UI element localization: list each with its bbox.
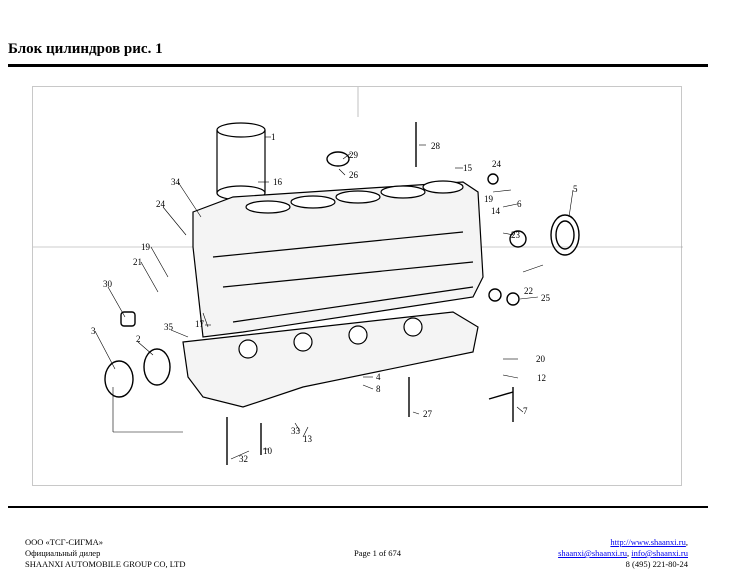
email-link-shaanxi[interactable]: shaanxi@shaanxi.ru [558,548,628,558]
callout-29: 29 [349,150,359,160]
dealer-label: Официальный дилер [25,548,101,558]
callout-26: 26 [349,170,359,180]
phone-number: 8 (495) 221-80-24 [625,559,688,569]
engine-block-diagram: 1 2 3 4 5 6 7 8 10 12 13 14 15 16 17 19 … [32,86,683,486]
callout-5: 5 [573,184,578,194]
header-divider [8,64,708,67]
callout-15: 15 [463,163,473,173]
callout-1: 1 [271,132,276,142]
callout-21: 21 [133,257,142,267]
callout-25: 25 [541,293,551,303]
callout-4: 4 [376,372,381,382]
callout-19a: 19 [141,242,151,252]
callout-35: 35 [164,322,174,332]
callout-14: 14 [491,206,501,216]
callout-16: 16 [273,177,283,187]
callout-22: 22 [524,286,533,296]
seal-rings [104,151,580,398]
page-title: Блок цилиндров рис. 1 [8,41,163,57]
footer-contacts: http://www.shaanxi.ru, shaanxi@shaanxi.r… [558,537,688,569]
callout-12: 12 [537,373,546,383]
callout-30: 30 [103,279,113,289]
callout-24b: 24 [492,159,502,169]
callout-2: 2 [136,334,141,344]
callout-27: 27 [423,409,433,419]
email-link-info[interactable]: info@shaanxi.ru [631,548,688,558]
callout-labels: 1 2 3 4 5 6 7 8 10 12 13 14 15 16 17 19 … [91,132,578,464]
leader-lines [94,136,574,460]
callout-34: 34 [171,177,181,187]
callout-32: 32 [239,454,248,464]
lower-bedplate [182,311,479,408]
callout-3: 3 [91,326,96,336]
group-name: SHAANXI AUTOMOBILE GROUP CO, LTD [25,559,186,569]
upper-block [192,180,484,338]
footer-company-info: ООО «ТСГ-СИГМА» Официальный дилер SHAANX… [25,537,186,570]
bolts [226,122,514,465]
cylinder-liner [216,122,266,201]
website-link[interactable]: http://www.shaanxi.ru [610,537,686,547]
footer-divider [8,506,708,508]
callout-7: 7 [523,406,528,416]
callout-33: 33 [291,426,301,436]
callout-8: 8 [376,384,381,394]
callout-13: 13 [303,434,313,444]
callout-17: 17 [195,319,205,329]
callout-24a: 24 [156,199,166,209]
callout-20: 20 [536,354,546,364]
diagram-drawing: 1 2 3 4 5 6 7 8 10 12 13 14 15 16 17 19 … [33,87,683,465]
page-number: Page 1 of 674 [354,548,401,558]
callout-19b: 19 [484,194,494,204]
callout-10: 10 [263,446,273,456]
callout-23: 23 [511,230,521,240]
callout-28: 28 [431,141,441,151]
callout-6: 6 [517,199,522,209]
company-name: ООО «ТСГ-СИГМА» [25,537,103,547]
